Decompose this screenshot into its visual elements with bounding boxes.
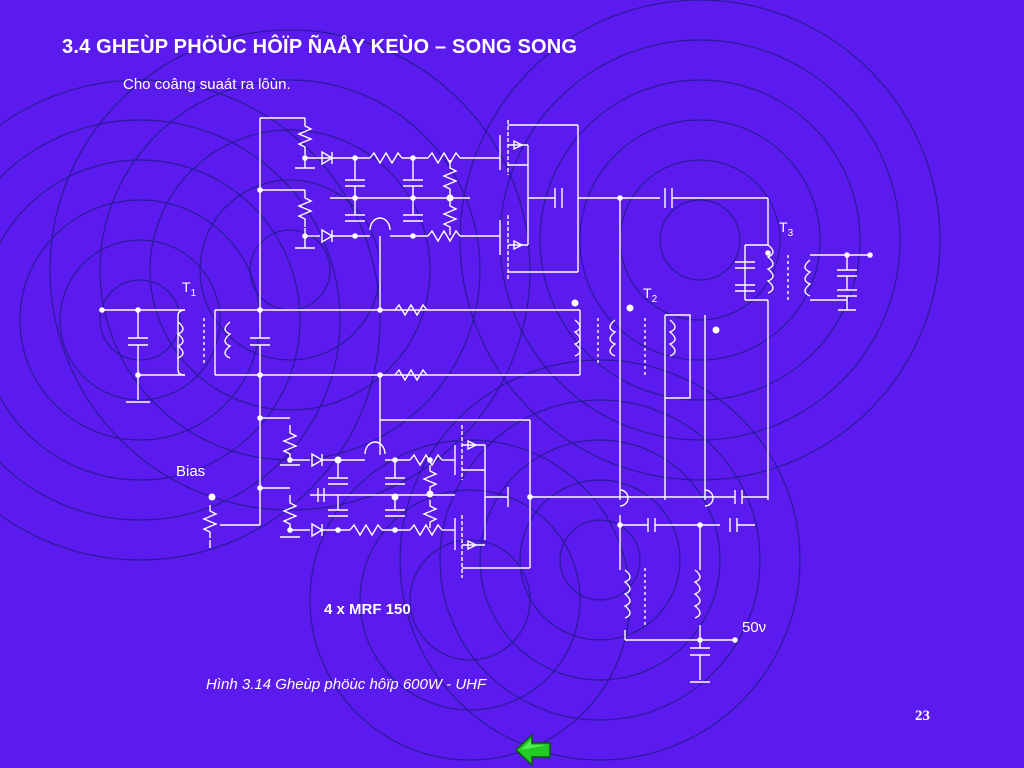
- figure-caption: Hình 3.14 Gheùp phöùc hôïp 600W - UHF: [206, 676, 487, 693]
- green-left-arrow-icon[interactable]: [514, 732, 552, 768]
- output-impedance-label: 50ν: [742, 619, 767, 636]
- t1-label: T1: [182, 279, 197, 299]
- page-number: 23: [915, 708, 930, 724]
- slide-subtitle: Cho coâng suaát ra lôùn.: [123, 76, 291, 93]
- slide-title: 3.4 GHEÙP PHÖÙC HÔÏP ÑAÅY KEÙO – SONG SO…: [62, 36, 578, 58]
- t3-label: T3: [779, 219, 794, 239]
- t2-label: T2: [643, 285, 658, 305]
- transistor-count-label: 4 x MRF 150: [324, 601, 411, 618]
- bias-label: Bias: [176, 463, 206, 480]
